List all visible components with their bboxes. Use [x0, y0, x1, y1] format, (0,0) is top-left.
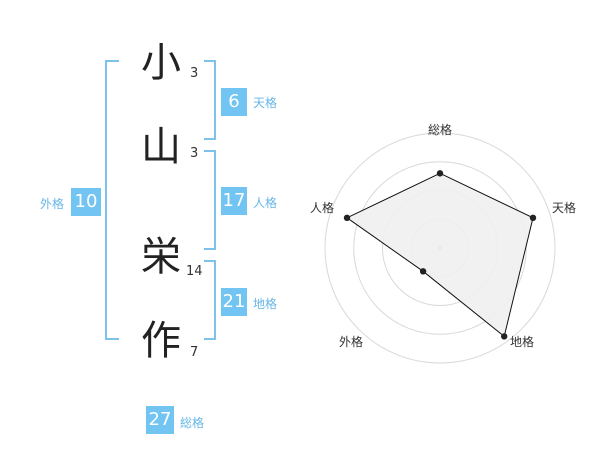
stroke-count-1: 3	[190, 66, 199, 81]
radar-point-2	[529, 214, 537, 221]
radar-point-1	[436, 170, 444, 177]
name-char-3: 栄	[141, 234, 181, 280]
name-char-2: 山	[141, 124, 181, 170]
radar-axis-label-tenkaku: 天格	[552, 201, 577, 215]
tenkaku-badge: 6	[221, 88, 247, 116]
tenkaku-label: 天格	[253, 96, 278, 110]
chikaku-badge: 21	[221, 288, 247, 316]
stroke-count-4: 7	[190, 345, 199, 360]
gaikaku-bracket	[105, 60, 119, 340]
jinkaku-label: 人格	[253, 196, 278, 210]
chikaku-label: 地格	[253, 297, 278, 311]
radar-point-4	[419, 268, 427, 275]
gaikaku-label: 外格	[40, 197, 65, 211]
tenkaku-bracket	[204, 60, 216, 140]
radar-ring-3	[353, 161, 527, 335]
stroke-count-2: 3	[190, 146, 199, 161]
name-char-1: 小	[141, 40, 181, 86]
name-char-4: 作	[141, 318, 181, 364]
radar-axis-label-jinkaku: 人格	[310, 201, 335, 215]
jinkaku-badge: 17	[221, 187, 247, 215]
stroke-count-3: 14	[186, 264, 203, 279]
radar-point-5	[343, 214, 351, 221]
soukaku-badge: 27	[146, 406, 174, 434]
radar-ring-4	[324, 132, 556, 364]
jinkaku-bracket	[204, 150, 216, 250]
soukaku-label: 総格	[180, 416, 205, 430]
radar-point-3	[501, 333, 508, 340]
gaikaku-badge: 10	[71, 188, 101, 216]
radar-axis-label-soukaku: 総格	[428, 123, 453, 137]
radar-axis-label-chikaku: 地格	[510, 335, 535, 349]
radar-series-polygon	[346, 172, 534, 338]
chikaku-bracket	[204, 260, 216, 340]
radar-axis-label-gaikaku: 外格	[339, 335, 364, 349]
